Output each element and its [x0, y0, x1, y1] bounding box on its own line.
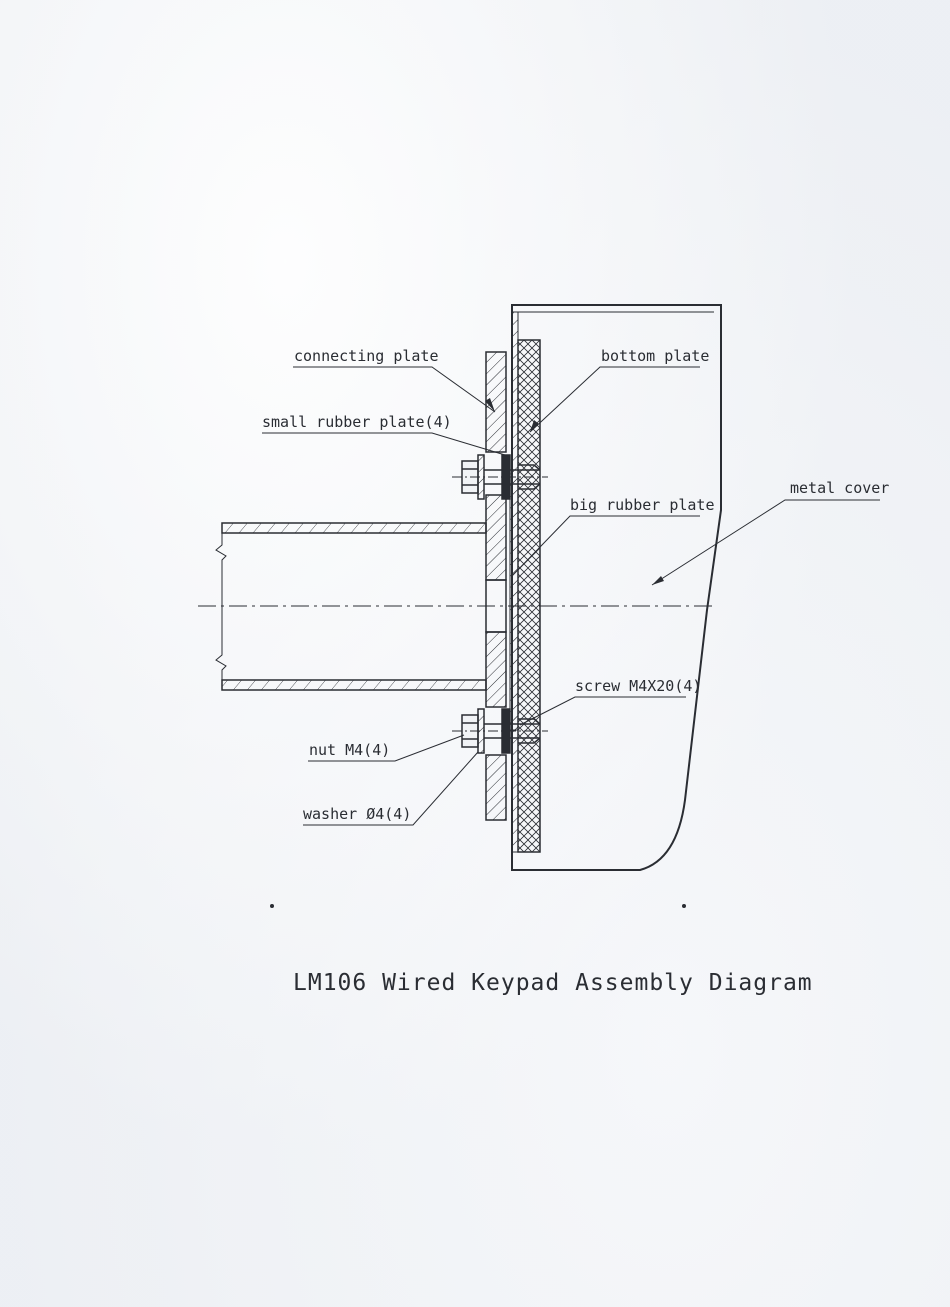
leader-arrowheads: [485, 398, 664, 585]
leader-metal-cover: [651, 499, 880, 586]
bottom-plate-part: [517, 339, 541, 853]
connecting-plate-part: [485, 351, 507, 821]
metal-cover-part: [511, 304, 722, 871]
label-small-rubber-plate: small rubber plate(4): [262, 413, 452, 431]
leader-bottom-plate: [529, 366, 700, 433]
big-rubber-plate-part: [509, 469, 519, 731]
top-screw-assembly: [452, 454, 548, 500]
label-bottom-plate: bottom plate: [601, 347, 709, 365]
leader-nut: [308, 734, 465, 762]
bottom-screw-assembly: [452, 708, 548, 754]
registration-dot-right: [682, 904, 686, 908]
leader-big-rubber-plate: [511, 515, 700, 577]
label-washer: washer Ø4(4): [303, 805, 411, 823]
leader-lines: [262, 366, 880, 826]
label-big-rubber-plate: big rubber plate: [570, 496, 715, 514]
diagram-title: LM106 Wired Keypad Assembly Diagram: [293, 970, 813, 996]
label-screw: screw M4X20(4): [575, 677, 701, 695]
registration-dot-left: [270, 904, 274, 908]
label-nut: nut M4(4): [309, 741, 390, 759]
leader-washer: [303, 751, 479, 826]
mounting-pipe: [215, 522, 487, 691]
leader-connecting-plate: [293, 366, 496, 413]
label-connecting-plate: connecting plate: [294, 347, 439, 365]
label-metal-cover: metal cover: [790, 479, 889, 497]
leader-small-rubber-plate: [262, 432, 506, 456]
leader-screw: [519, 696, 686, 726]
